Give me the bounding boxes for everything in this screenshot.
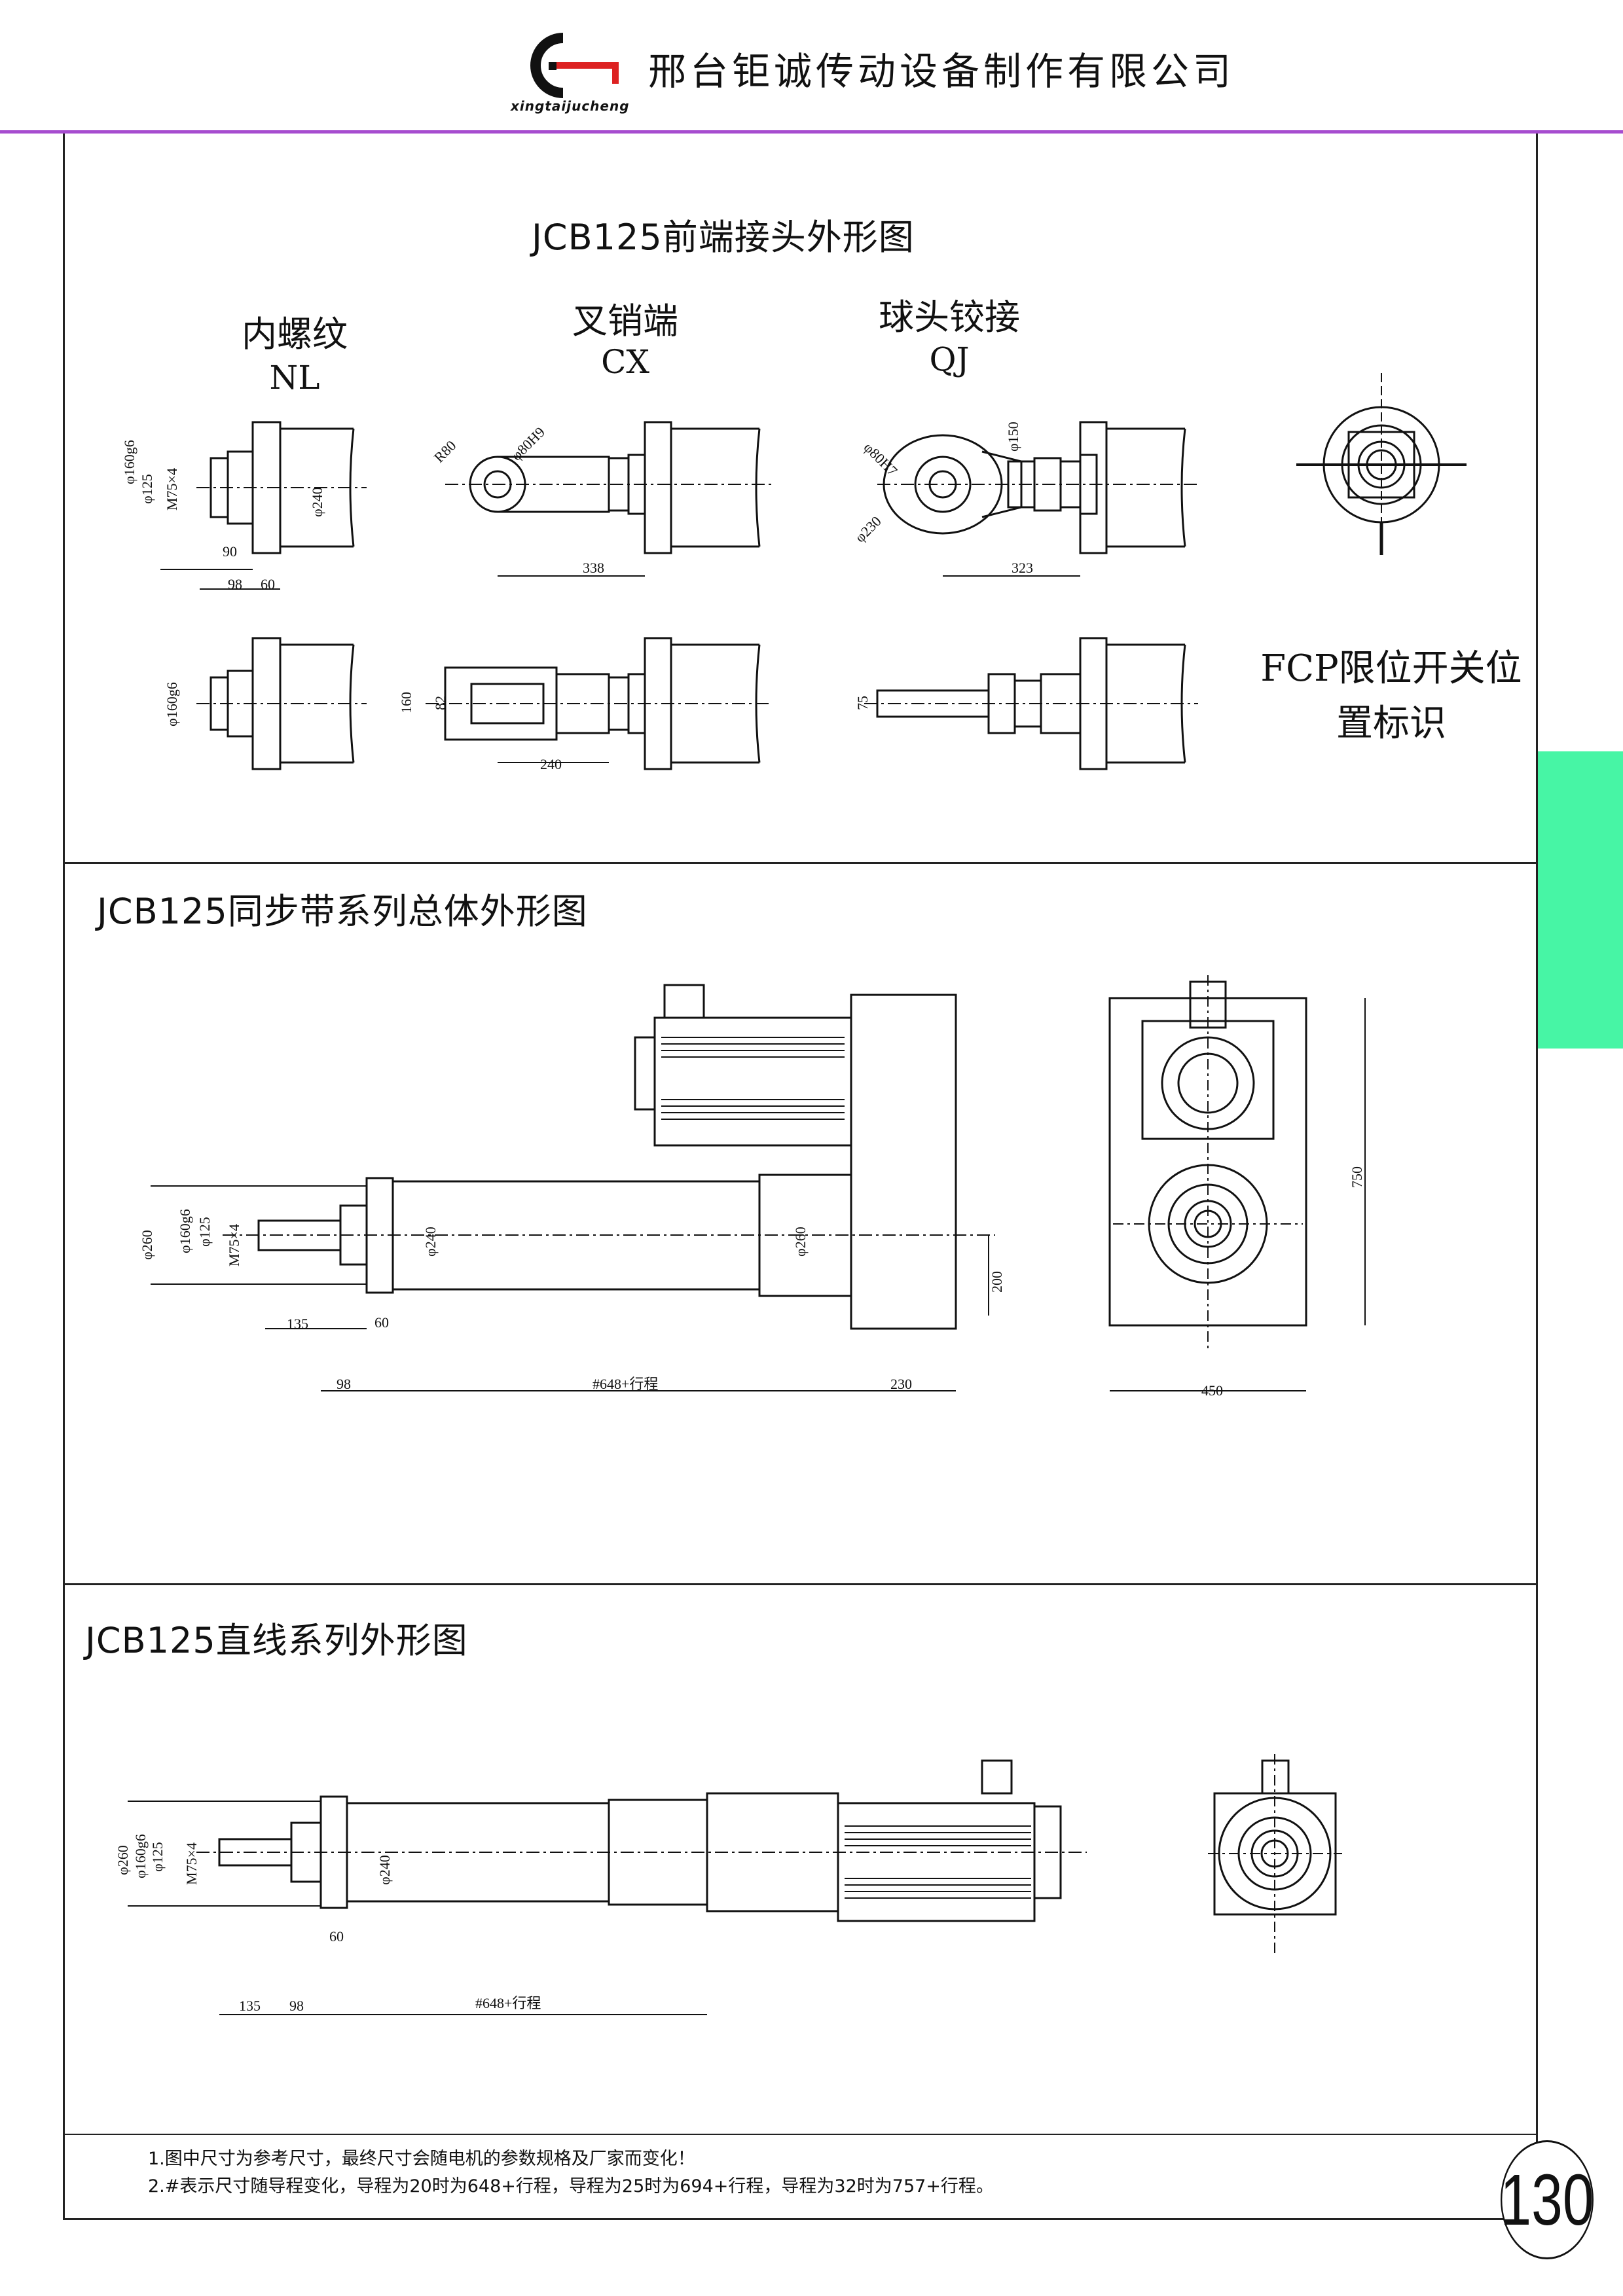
nl-top-view <box>160 421 367 590</box>
section3-dim-text: φ260 φ160g6 φ125 M75×4 φ240 60 135 98 #6… <box>115 1834 541 2014</box>
notes-divider <box>63 2134 1538 2135</box>
dim-m75-s3: M75×4 <box>183 1842 200 1885</box>
dim-d125-s2: φ125 <box>196 1217 213 1247</box>
dim-d160g6-s3: φ160g6 <box>132 1834 149 1878</box>
page-number: 130 <box>1500 2140 1594 2259</box>
belt-end-view <box>1108 975 1366 1391</box>
dim-d160g6: φ160g6 <box>121 440 137 484</box>
dim-338: 338 <box>583 560 604 576</box>
fcp-label: FCP限位开关位置标识 <box>1260 647 1522 745</box>
dim-d240-s3: φ240 <box>376 1855 393 1885</box>
note-1: 1.图中尺寸为参考尺寸，最终尺寸会随电机的参数规格及厂家而变化！ <box>148 2149 695 2169</box>
front-joint-drawings <box>160 373 1467 770</box>
belt-series-drawing <box>151 975 1366 1391</box>
dim-m75-s2: M75×4 <box>226 1224 242 1266</box>
dim-d240-s2: φ240 <box>422 1227 439 1257</box>
dim-450: 450 <box>1201 1382 1223 1399</box>
dim-d260: φ260 <box>139 1230 155 1260</box>
type-qj-name: 球头铰接 <box>879 296 1020 338</box>
dim-323: 323 <box>1012 560 1033 576</box>
section2-title: JCB125同步带系列总体外形图 <box>97 891 588 932</box>
qj-top-view <box>877 421 1198 577</box>
section-divider <box>63 862 1538 864</box>
type-cx-code: CX <box>601 343 649 381</box>
dim-stroke-s3: #648+行程 <box>475 1995 541 2011</box>
type-nl-name: 内螺纹 <box>242 314 348 355</box>
dim-200: 200 <box>989 1271 1005 1293</box>
nl-bottom-view <box>196 637 367 770</box>
type-qj-code: QJ <box>929 340 970 378</box>
dim-160: 160 <box>398 692 414 713</box>
linear-side-view <box>128 1759 1087 2015</box>
dim-60-s2: 60 <box>374 1314 389 1331</box>
linear-series-drawing <box>128 1754 1342 2015</box>
section-divider <box>63 1583 1538 1585</box>
qj-bottom-view <box>864 637 1198 770</box>
dim-m75: M75×4 <box>164 468 180 511</box>
cx-top-view <box>445 421 773 577</box>
linear-end-view <box>1208 1754 1342 1957</box>
company-name: 邢台钜诚传动设备制作有限公司 <box>648 49 1235 94</box>
page-frame <box>63 134 1538 2220</box>
dim-stroke: #648+行程 <box>593 1376 658 1392</box>
cx-bottom-view <box>426 637 773 770</box>
dim-d260-s2: φ260 <box>792 1227 809 1257</box>
section1-title: JCB125前端接头外形图 <box>532 217 915 258</box>
company-logo <box>530 33 619 98</box>
note-2: 2.#表示尺寸随导程变化，导程为20时为648+行程，导程为25时为694+行程… <box>148 2176 994 2197</box>
side-tab <box>1538 751 1623 1049</box>
dim-d160g6-s2: φ160g6 <box>177 1209 193 1253</box>
dim-d150: φ150 <box>1005 422 1021 452</box>
section3-title: JCB125直线系列外形图 <box>85 1620 468 1661</box>
dim-98-s3: 98 <box>289 1998 304 2014</box>
dim-240: 240 <box>540 756 562 772</box>
dim-75: 75 <box>854 696 871 710</box>
dim-230: 230 <box>890 1376 912 1392</box>
dim-82: 82 <box>432 696 448 710</box>
dim-d125-s3: φ125 <box>149 1842 166 1872</box>
dim-98-s2: 98 <box>337 1376 351 1392</box>
belt-side-view <box>151 984 995 1391</box>
dim-135-s3: 135 <box>239 1998 261 2014</box>
logo-caption: xingtaijucheng <box>511 98 630 114</box>
dim-60-s3: 60 <box>329 1928 344 1945</box>
section2-dim-text: φ260 φ160g6 φ125 M75×4 φ240 φ260 200 135… <box>139 1166 1365 1399</box>
dim-90: 90 <box>223 543 237 560</box>
dim-d260-s3: φ260 <box>115 1845 131 1875</box>
dim-d160g6-b: φ160g6 <box>164 682 180 726</box>
dim-98: 98 <box>228 576 242 592</box>
header-rule <box>0 130 1623 134</box>
dim-d125: φ125 <box>139 474 155 504</box>
type-cx-name: 叉销端 <box>572 300 678 342</box>
dim-d240: φ240 <box>309 487 325 517</box>
type-nl-code: NL <box>269 359 320 397</box>
dim-750: 750 <box>1349 1166 1365 1188</box>
fcp-flange-view <box>1296 373 1467 556</box>
section1-dim-text: φ160g6 φ125 M75×4 φ240 90 98 60 R80 φ80H… <box>121 422 1033 772</box>
dim-135: 135 <box>287 1316 308 1332</box>
dim-60: 60 <box>261 576 275 592</box>
